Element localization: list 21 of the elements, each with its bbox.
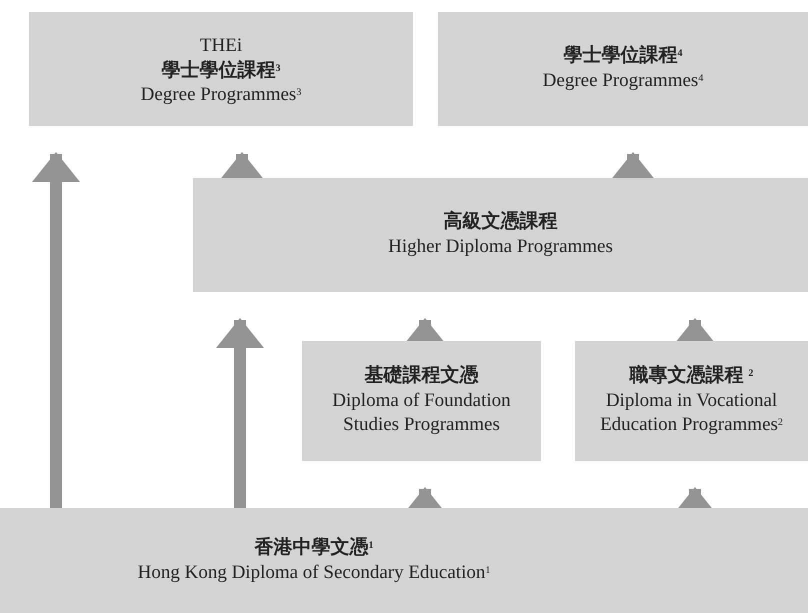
programme-title: Diploma in Vocational Education Programmes$^{2}$ xyxy=(599,388,784,438)
programme-title: Diploma of Foundation Studies Programmes xyxy=(331,388,512,438)
programme-box xyxy=(438,12,808,126)
programme-title: 香港中學文憑$^{1}$ xyxy=(253,536,374,560)
programme-title: Higher Diploma Programmes xyxy=(387,235,614,259)
programme-box xyxy=(193,178,808,292)
programme-box xyxy=(29,12,413,126)
programme-box xyxy=(302,341,541,461)
programme-title: 職專文憑課程 $^{2}$ xyxy=(628,364,754,388)
programme-title: Degree Programmes$^{3}$ xyxy=(140,83,302,108)
programme-title: Hong Kong Diploma of Secondary Education$^{1}$ xyxy=(136,560,492,584)
arrow xyxy=(216,318,264,508)
arrow xyxy=(32,152,80,508)
programme-title: 基礎課程文憑 xyxy=(364,364,480,388)
programme-box xyxy=(0,508,808,613)
programme-title: Degree Programmes$^{4}$ xyxy=(542,69,704,93)
programme-box xyxy=(575,341,808,461)
programme-title: 高級文憑課程 xyxy=(442,210,558,234)
programme-title: 學士學位課程$^{4}$ xyxy=(562,44,684,68)
programme-title: 學士學位課程$^{3}$ xyxy=(160,58,282,83)
programme-title: THEi xyxy=(198,34,244,58)
